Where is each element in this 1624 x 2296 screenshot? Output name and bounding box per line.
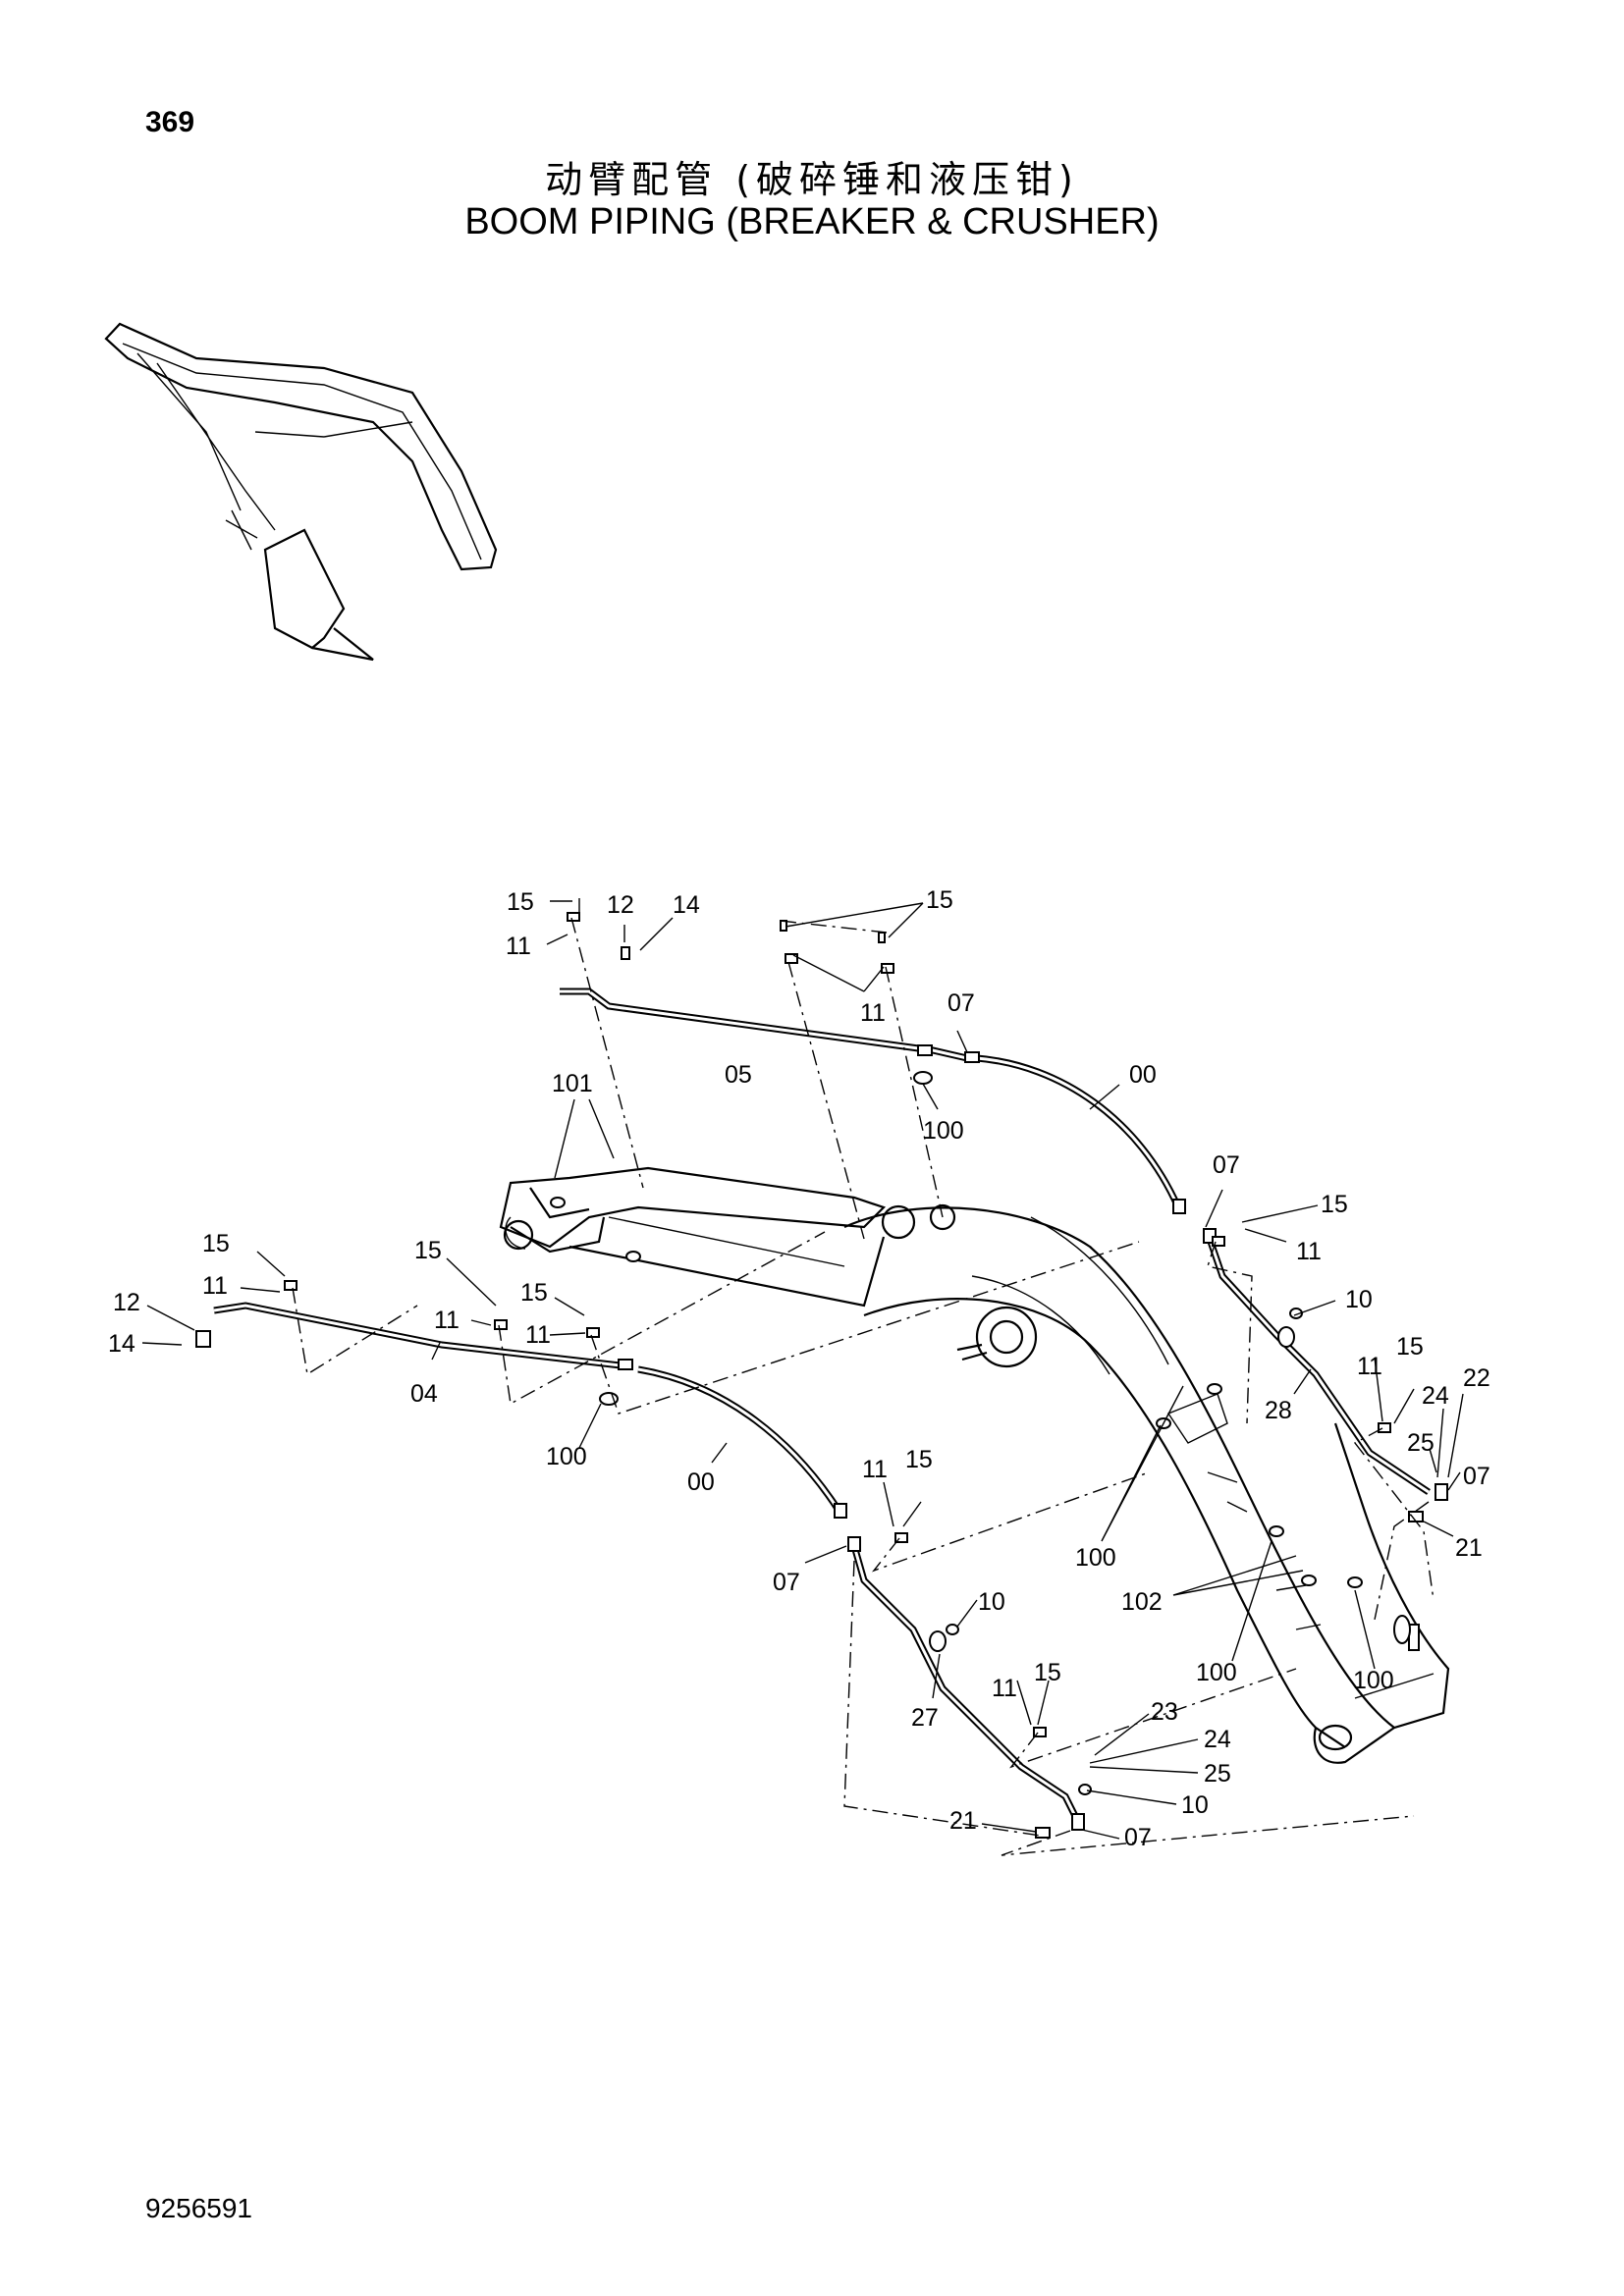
callout-07-a: 07: [947, 989, 975, 1017]
leader-lines: [141, 900, 1464, 1840]
callout-24-a: 24: [1422, 1382, 1449, 1410]
page-number: 369: [145, 106, 195, 138]
document-number: 9256591: [145, 2193, 253, 2223]
callout-00-b: 00: [687, 1468, 715, 1496]
fittings: [195, 1044, 1448, 1839]
callout-15-h: 15: [1396, 1333, 1424, 1361]
callout-15-f: 15: [520, 1279, 548, 1307]
callout-05: 05: [725, 1061, 752, 1089]
clamps-and-bolts: [284, 912, 1411, 1795]
callout-labels: 15 11 12 14 15 11 07 05 00 100 101 07 15…: [108, 886, 1490, 1851]
callout-15-b: 15: [926, 886, 953, 914]
callout-15-e: 15: [414, 1237, 442, 1264]
callout-11-e: 11: [434, 1307, 460, 1334]
key-view-arm: [104, 322, 498, 662]
callout-100-e: 100: [1353, 1667, 1394, 1694]
callout-11-h: 11: [1357, 1353, 1382, 1380]
callout-10-b: 10: [978, 1588, 1005, 1616]
callout-11-b: 11: [860, 999, 886, 1027]
callout-15-d: 15: [202, 1230, 230, 1257]
callout-07-d: 07: [1463, 1463, 1490, 1490]
pipe-27: [850, 1545, 1084, 1828]
callout-10-a: 10: [1345, 1286, 1373, 1313]
callout-25-a: 25: [1407, 1429, 1435, 1457]
callout-27: 27: [911, 1704, 939, 1732]
callout-11-i: 11: [992, 1675, 1017, 1702]
callout-15-a: 15: [507, 888, 534, 916]
title-english: BOOM PIPING (BREAKER & CRUSHER): [464, 201, 1160, 242]
callout-14-b: 14: [108, 1330, 135, 1358]
callout-11-d: 11: [202, 1272, 228, 1300]
guide-lines: [292, 898, 1435, 1856]
callout-12-b: 12: [113, 1289, 140, 1316]
callout-11-c: 11: [1296, 1238, 1322, 1265]
callout-102: 102: [1121, 1588, 1163, 1616]
callout-11-g: 11: [862, 1456, 888, 1483]
callout-07-c: 07: [773, 1569, 800, 1596]
hose-00-upper: [976, 1054, 1182, 1209]
callout-28: 28: [1265, 1397, 1292, 1424]
pipe-04-lower: [213, 1302, 629, 1370]
callout-11-f: 11: [525, 1321, 551, 1349]
hose-00-lower: [637, 1365, 842, 1514]
callout-07-b: 07: [1213, 1151, 1240, 1179]
callout-07-e: 07: [1124, 1824, 1152, 1851]
callout-15-c: 15: [1321, 1191, 1348, 1218]
callout-21-b: 21: [949, 1807, 977, 1835]
callout-11-a: 11: [506, 933, 531, 960]
callout-25-b: 25: [1204, 1760, 1231, 1788]
callout-15-i: 15: [1034, 1659, 1061, 1686]
callout-100-c: 100: [1075, 1544, 1116, 1572]
callout-21-a: 21: [1455, 1534, 1483, 1562]
callout-100-d: 100: [1196, 1659, 1237, 1686]
callout-100-b: 100: [546, 1443, 587, 1470]
callout-10-c: 10: [1181, 1791, 1209, 1819]
callout-15-g: 15: [905, 1446, 933, 1473]
callout-04: 04: [410, 1380, 438, 1408]
boom-body: [499, 1166, 1450, 1764]
callout-22: 22: [1463, 1364, 1490, 1392]
title-chinese: 动臂配管 (破碎锤和液压钳): [545, 158, 1079, 201]
pipe-05-upper: [560, 988, 968, 1062]
pipe-28: [1206, 1237, 1431, 1495]
callout-23: 23: [1151, 1698, 1178, 1726]
callout-12-a: 12: [607, 891, 634, 919]
callout-14-a: 14: [673, 891, 700, 919]
callout-101: 101: [552, 1070, 593, 1097]
callout-00-a: 00: [1129, 1061, 1157, 1089]
callout-24-b: 24: [1204, 1726, 1231, 1753]
callout-100-a: 100: [923, 1117, 964, 1145]
